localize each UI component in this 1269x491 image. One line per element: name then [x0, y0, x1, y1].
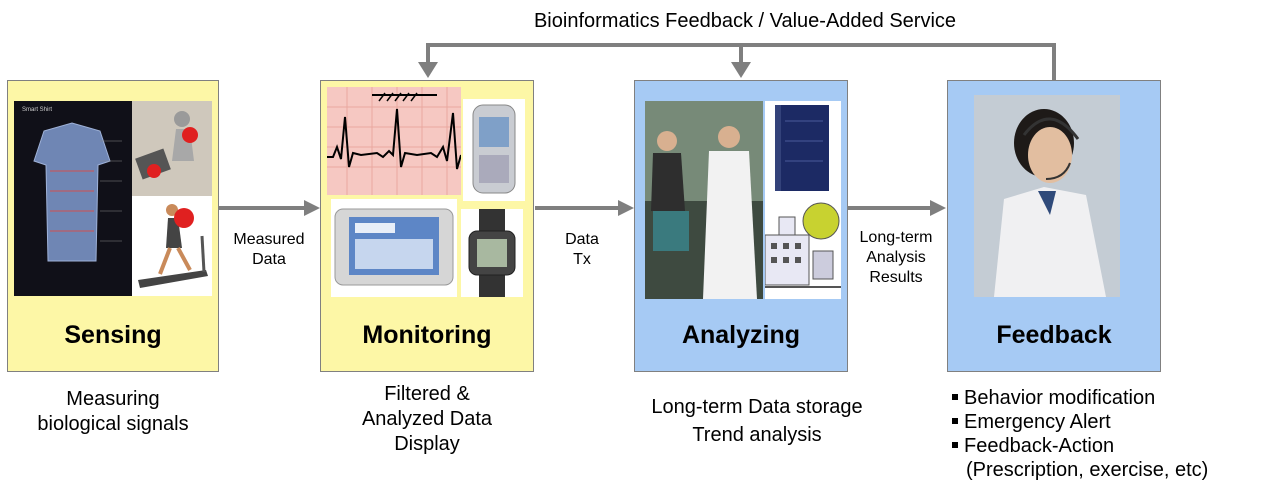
stage-feedback-box: Feedback [947, 80, 1161, 372]
flow-arrow-monitoring-analyzing [535, 200, 634, 216]
stage-title-feedback: Feedback [996, 321, 1112, 349]
caption-line: Measuring [66, 388, 160, 410]
caption-sensing: Measuring biological signals [0, 387, 226, 437]
flow-label-line: Data [252, 251, 286, 268]
caption-line: Long-term Data storage [651, 396, 863, 418]
stage-monitoring-box: Monitoring [320, 80, 534, 372]
bullet-icon [952, 441, 958, 448]
caption-analyzing: Long-term Data storage Trend analysis [612, 393, 902, 449]
list-item: Emergency Alert [948, 410, 1266, 434]
arrowhead-to-monitoring [418, 62, 438, 78]
flow-label-line: Data [565, 231, 599, 248]
hospital-network-image [765, 195, 841, 299]
stage-title-sensing: Sensing [64, 321, 162, 349]
svg-text:Smart Shirt: Smart Shirt [22, 107, 52, 113]
flow-arrow-sensing-monitoring [219, 200, 320, 216]
flow-label-line: Results [869, 269, 923, 286]
caption-line: Filtered & [384, 383, 470, 405]
caption-monitoring: Filtered & Analyzed Data Display [313, 382, 541, 457]
flow-label-line: Analysis [866, 249, 926, 266]
caption-line: Display [394, 433, 460, 455]
wrist-watch-image [461, 209, 523, 297]
flow-label-line: Measured [233, 231, 305, 248]
stage-title-monitoring: Monitoring [362, 321, 492, 349]
smart-shirt-image: Smart Shirt [14, 101, 132, 296]
bullet-icon [952, 393, 958, 400]
list-item: Behavior modification [948, 386, 1266, 410]
feedback-action-list: Behavior modification Emergency Alert Fe… [948, 386, 1266, 482]
flow-label-data-tx: Data Tx [534, 230, 630, 270]
call-center-operator-image [974, 95, 1120, 297]
feedback-loop-label: Bioinformatics Feedback / Value-Added Se… [533, 10, 957, 32]
flow-label-line: Tx [573, 251, 591, 268]
flow-label-measured-data: Measured Data [218, 230, 320, 270]
flow-arrow-analyzing-feedback [848, 200, 946, 216]
stage-title-analyzing: Analyzing [681, 321, 801, 349]
caption-line: Trend analysis [692, 424, 822, 446]
stage-analyzing-box: Analyzing [634, 80, 848, 372]
list-item: Feedback-Action [948, 434, 1266, 458]
arrowhead-to-analyzing [731, 62, 751, 78]
flow-label-analysis-results: Long-term Analysis Results [846, 228, 946, 288]
pda-display-image [331, 199, 457, 297]
caption-line: biological signals [37, 413, 189, 435]
bullet-icon [952, 417, 958, 424]
sensor-figure-image [132, 101, 212, 196]
caption-line: Analyzed Data [361, 408, 493, 430]
server-image [765, 101, 841, 195]
researchers-image [645, 101, 763, 299]
treadmill-runner-image [132, 196, 212, 296]
flow-label-line: Long-term [859, 229, 933, 246]
list-item-continuation: (Prescription, exercise, etc) [966, 459, 1209, 481]
ecg-chart-image [327, 87, 461, 195]
stage-sensing-box: Smart Shirt [7, 80, 219, 372]
mobile-phone-image [463, 99, 525, 201]
